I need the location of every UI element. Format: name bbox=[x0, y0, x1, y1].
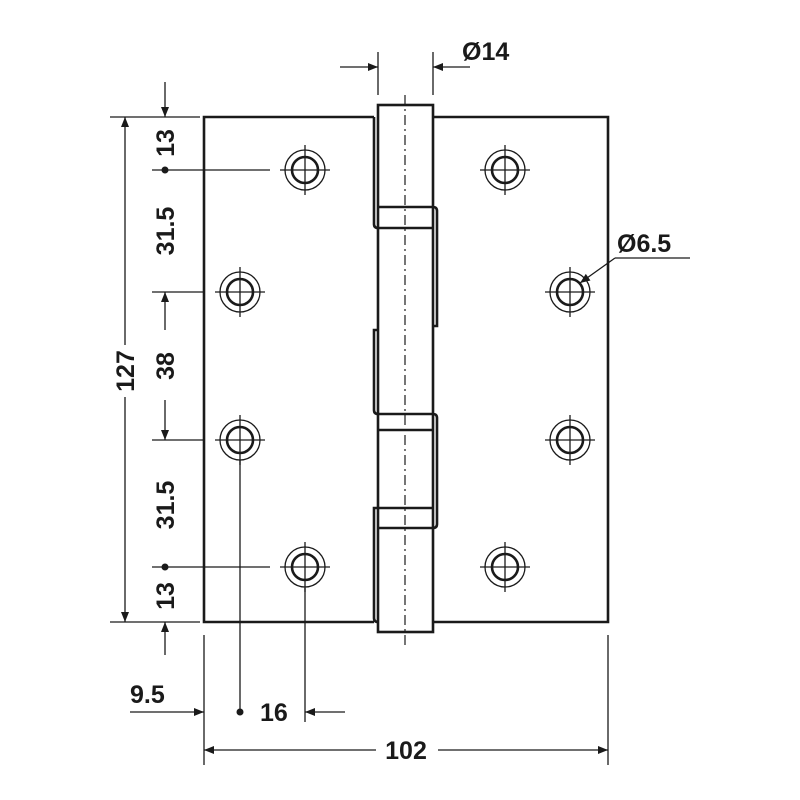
screw-hole bbox=[545, 415, 595, 465]
height-dimension: 127 bbox=[110, 116, 200, 623]
hole-diameter-label: Ø6.5 bbox=[617, 230, 671, 258]
knuckle-diameter-dimension: Ø14 bbox=[340, 38, 509, 95]
hole-spacing-chain: 13 31.5 38 31.5 13 bbox=[152, 82, 270, 655]
middle-spacing-label: 38 bbox=[152, 352, 180, 380]
knuckle-diameter-label: Ø14 bbox=[462, 38, 509, 66]
hole-diameter-dimension: Ø6.5 bbox=[579, 230, 690, 284]
screw-hole bbox=[280, 542, 330, 592]
right-leaf bbox=[433, 115, 610, 624]
side-edge-label: 9.5 bbox=[130, 681, 165, 709]
knuckle bbox=[372, 95, 439, 645]
screw-hole bbox=[215, 267, 265, 317]
bottom-edge-label: 13 bbox=[152, 582, 180, 610]
left-leaf bbox=[202, 115, 374, 624]
screw-holes bbox=[215, 145, 595, 592]
horizontal-dimensions: 9.5 16 102 bbox=[130, 460, 609, 765]
height-label: 127 bbox=[112, 350, 140, 392]
top-edge-label: 13 bbox=[152, 129, 180, 157]
screw-hole bbox=[215, 415, 265, 465]
lower-spacing-label: 31.5 bbox=[152, 481, 180, 530]
upper-spacing-label: 31.5 bbox=[152, 207, 180, 256]
hole-offset-label: 16 bbox=[260, 699, 288, 727]
screw-hole bbox=[545, 267, 595, 317]
screw-hole bbox=[280, 145, 330, 195]
screw-hole bbox=[480, 542, 530, 592]
width-label: 102 bbox=[385, 737, 427, 765]
screw-hole bbox=[480, 145, 530, 195]
